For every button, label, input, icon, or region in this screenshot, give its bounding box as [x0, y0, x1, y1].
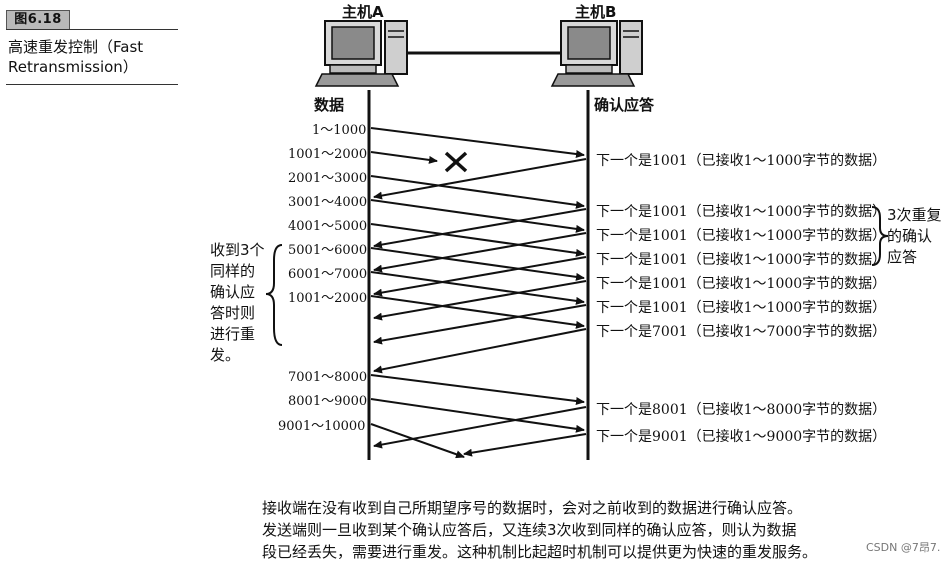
segment-label: 5001～6000: [288, 239, 367, 258]
segment-label: 8001～9000: [288, 390, 367, 409]
ack-label: 下一个是9001（已接收1～9000字节的数据）: [596, 426, 886, 446]
segment-label-retransmit: 1001～2000: [288, 287, 367, 306]
ack-label: 下一个是1001（已接收1～1000字节的数据）: [596, 225, 886, 245]
computer-b-icon: [552, 21, 642, 86]
segment-label: 7001～8000: [288, 366, 367, 385]
explanation-text: 接收端在没有收到自己所期望序号的数据时，会对之前收到的数据进行确认应答。 发送端…: [262, 497, 902, 563]
left-brace: [266, 245, 282, 345]
watermark: CSDN @7昂7.: [866, 539, 940, 555]
segment-label: 9001～10000: [278, 415, 365, 434]
packet-lost-cross-icon: [446, 153, 466, 171]
segment-label: 3001～4000: [288, 191, 367, 210]
ack-label: 下一个是7001（已接收1～7000字节的数据）: [596, 321, 886, 341]
segment-arrow-7001-8000: [371, 375, 584, 402]
segment-label: 6001～7000: [288, 263, 367, 282]
right-note: 3次重复 的确认 应答: [887, 205, 942, 268]
segment-arrow-1-1000: [371, 128, 584, 155]
ack-arrow-7: [374, 329, 586, 371]
segment-label: 1～1000: [312, 119, 366, 138]
ack-arrow-9: [464, 434, 586, 454]
segment-arrow-8001-9000: [371, 399, 584, 430]
segment-arrow-9001-10000: [371, 424, 464, 457]
ack-label: 下一个是1001（已接收1～1000字节的数据）: [596, 150, 886, 170]
computer-a-icon: [316, 21, 407, 86]
segment-arrow-lost-1001-2000: [371, 152, 437, 161]
ack-label: 下一个是8001（已接收1～8000字节的数据）: [596, 399, 886, 419]
ack-label: 下一个是1001（已接收1～1000字节的数据）: [596, 201, 886, 221]
left-note: 收到3个 同样的 确认应 答时则 进行重 发。: [210, 240, 265, 366]
segment-label: 1001～2000: [288, 143, 367, 162]
ack-label: 下一个是1001（已接收1～1000字节的数据）: [596, 297, 886, 317]
ack-label: 下一个是1001（已接收1～1000字节的数据）: [596, 273, 886, 293]
ack-label: 下一个是1001（已接收1～1000字节的数据）: [596, 249, 886, 269]
segment-label: 2001～3000: [288, 167, 367, 186]
segment-label: 4001～5000: [288, 215, 367, 234]
